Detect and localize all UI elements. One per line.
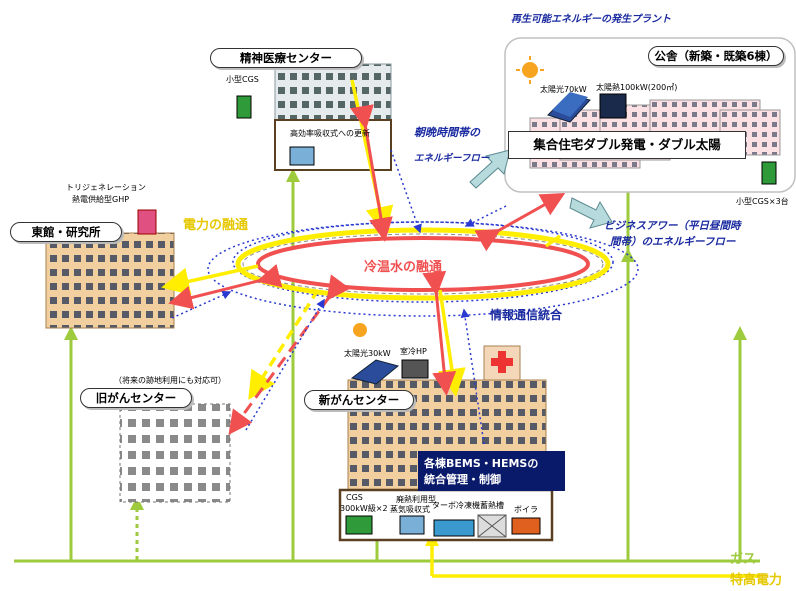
future-use-label: （将来の跡地利用にも対応可）	[114, 376, 226, 385]
honkan-building-graphic	[45, 209, 175, 329]
kyu-gan-label: 旧がんセンター	[80, 388, 192, 408]
waste-heat-label-2: 蒸気吸収式	[390, 505, 430, 514]
business-flow-label-2: 間帯）のエネルギーフロー	[610, 236, 736, 248]
small-cgs-label: 小型CGS	[226, 75, 259, 84]
cgs-unit-icon	[236, 95, 252, 119]
waste-heat-label-1: 廃熱利用型	[396, 495, 436, 504]
cgs-label-1: CGS	[346, 493, 363, 502]
kyu-gan-building-graphic	[119, 403, 231, 503]
chilled-water-label: 冷温水の融通	[364, 260, 443, 275]
trigen-label-2: 熱電供給型GHP	[72, 195, 130, 204]
bems-label-2: 統合管理・制御	[424, 473, 501, 486]
info-integration-label: 情報通信統合	[490, 308, 563, 322]
bems-label-1: 各棟BEMS・HEMSの	[424, 457, 539, 470]
info-arrows	[171, 149, 507, 445]
seishin-building-graphic	[274, 63, 392, 171]
solar-thermal-icon	[599, 93, 627, 119]
business-flow-label-1: ビジネスアワー（平日昼間時	[604, 220, 741, 232]
kosha-label: 公舎（新築・既築6棟）	[648, 46, 784, 66]
info-network-ellipse	[207, 221, 639, 317]
power-label: 特高電力	[730, 573, 783, 588]
morning-flow-arrow	[469, 149, 511, 189]
storage-label: 蓄熱槽	[480, 501, 504, 510]
boiler-label: ボイラ	[514, 505, 538, 514]
turbo-label: ターボ冷凍機	[432, 501, 480, 510]
room-hp-icon	[401, 359, 429, 379]
business-flow-arrow	[569, 197, 613, 229]
honkan-label: 東館・研究所	[10, 222, 122, 242]
morning-flow-label-2: エネルギーフロー	[414, 153, 490, 164]
solar-panel-icon	[350, 359, 400, 385]
shin-gan-label: 新がんセンター	[304, 390, 414, 410]
sun-icon	[522, 62, 538, 78]
seishin-label: 精神医療センター	[210, 48, 362, 68]
shugo-label: 集合住宅ダブル発電・ダブル太陽	[508, 131, 746, 159]
sun-icon	[353, 323, 367, 337]
solar-panel-icon	[547, 92, 591, 123]
power-supply-lines	[430, 542, 760, 578]
cgs-label-2: 300kW級×2	[340, 504, 388, 513]
plant-title: 再生可能エネルギーの発生プラント	[511, 14, 671, 25]
power-share-label: 電力の融通	[183, 218, 249, 233]
solar-30-label: 太陽光30kW	[344, 349, 391, 358]
cgs-unit-icon	[761, 161, 777, 185]
room-hp-label: 室冷HP	[400, 347, 427, 356]
solar-70-label: 太陽光70kW	[540, 85, 587, 94]
morning-flow-label-1: 朝晩時間帯の	[414, 126, 480, 139]
gas-label: ガス	[730, 552, 757, 567]
trigen-label-1: トリジェネレーション	[66, 183, 146, 192]
bems-panel	[418, 451, 565, 491]
small-cgs-3-label: 小型CGS×3台	[736, 197, 789, 206]
high-eff-label: 高効率吸収式への更新	[290, 129, 370, 138]
solar-thermal-label: 太陽熱100kW(200㎡)	[596, 83, 678, 92]
